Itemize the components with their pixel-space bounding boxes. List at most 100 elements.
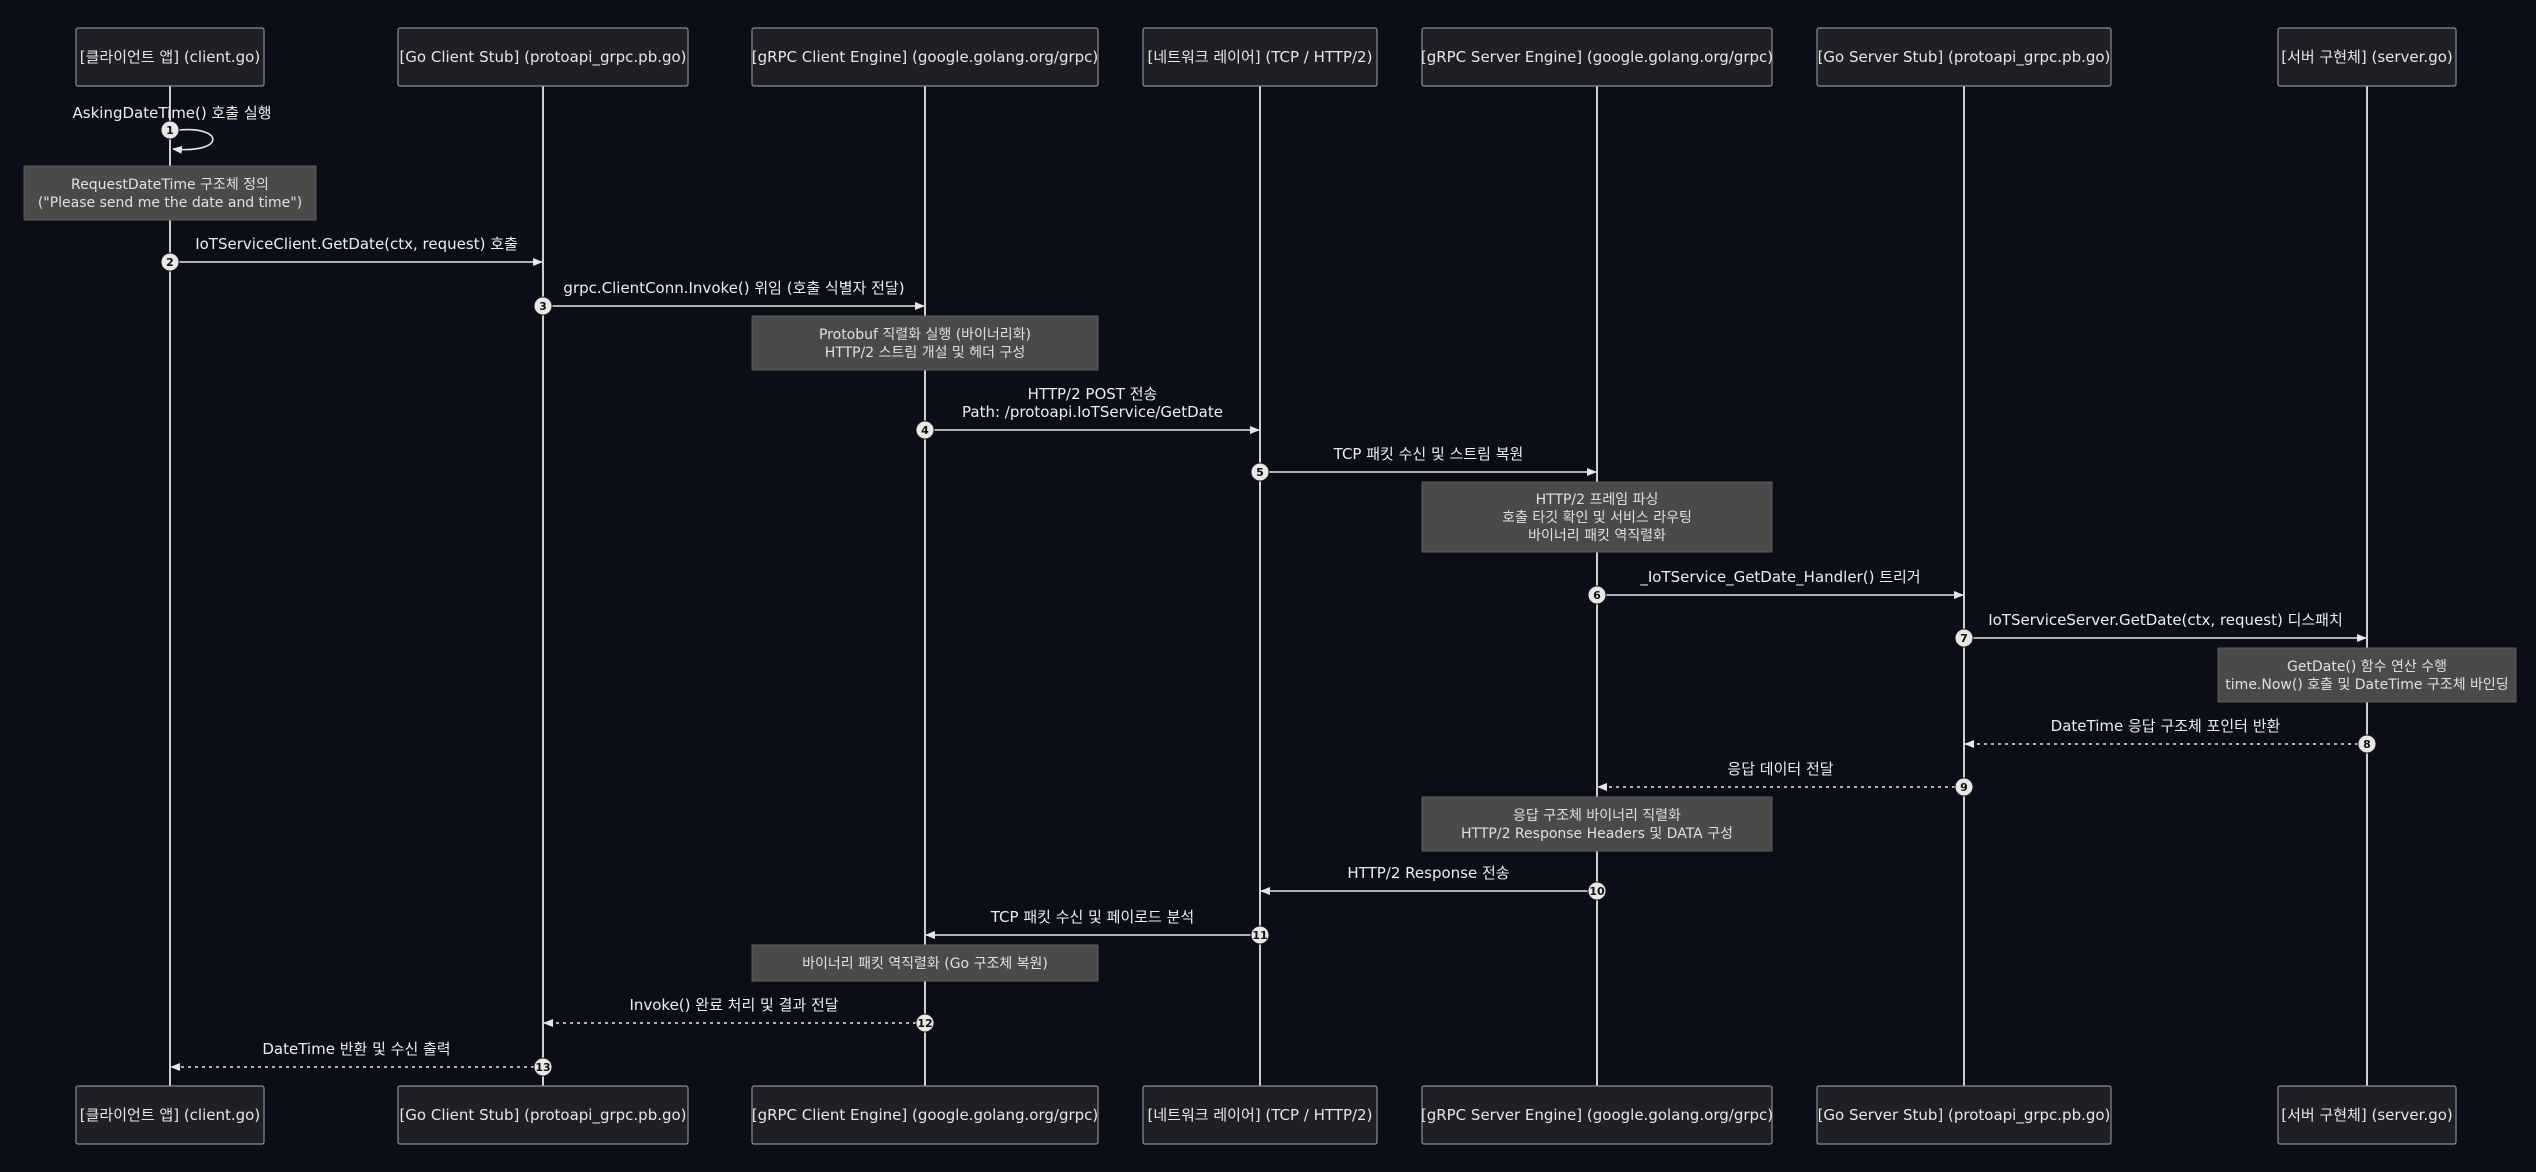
message-label: AskingDateTime() 호출 실행 — [73, 104, 272, 122]
participant-box — [751, 27, 1099, 87]
sequence-number-text: 9 — [1960, 781, 1968, 794]
sequence-number-text: 1 — [166, 124, 174, 137]
participant-label: [Go Server Stub] (protoapi_grpc.pb.go) — [1818, 48, 2111, 67]
note-text: 바이너리 패킷 역직렬화 — [1528, 528, 1666, 544]
sequence-number-text: 4 — [921, 424, 929, 437]
sequence-number-text: 8 — [2363, 738, 2371, 751]
participant-box — [397, 1085, 689, 1145]
sequence-number: 5 — [1250, 462, 1270, 482]
message-label: _IoTService_GetDate_Handler() 트리거 — [1639, 568, 1920, 587]
sequence-number: 1 — [160, 120, 180, 140]
sequence-number-text: 2 — [166, 256, 174, 269]
participant-label: [gRPC Server Engine] (google.golang.org/… — [1421, 1106, 1773, 1124]
sequence-number-circle — [2357, 734, 2377, 754]
sequence-number-circle — [1954, 777, 1974, 797]
participant-label: [gRPC Server Engine] (google.golang.org/… — [1421, 48, 1773, 66]
participant-cstub-top: [Go Client Stub] (protoapi_grpc.pb.go) — [397, 27, 689, 87]
participant-cengine-bottom: [gRPC Client Engine] (google.golang.org/… — [751, 1085, 1099, 1145]
participant-client-top: [클라이언트 앱] (client.go) — [75, 27, 265, 87]
sequence-number-circle — [533, 296, 553, 316]
note-text: HTTP/2 Response Headers 및 DATA 구성 — [1461, 826, 1733, 842]
message-label: DateTime 응답 구조체 포인터 반환 — [2051, 717, 2281, 735]
sequence-number: 10 — [1587, 881, 1607, 901]
participant-box — [1142, 27, 1378, 87]
participant-box — [75, 1085, 265, 1145]
sequence-number-text: 7 — [1960, 632, 1968, 645]
message-1: AskingDateTime() 호출 실행 1 — [73, 104, 272, 154]
sequence-number-text: 3 — [539, 300, 547, 313]
message-arrow — [172, 128, 214, 154]
sequence-number: 6 — [1587, 585, 1607, 605]
participant-net-bottom: [네트워크 레이어] (TCP / HTTP/2) — [1142, 1085, 1378, 1145]
note-text: 호출 타깃 확인 및 서비스 라우팅 — [1502, 510, 1692, 526]
sequence-number-circle — [160, 120, 180, 140]
participant-label: [서버 구현체] (server.go) — [2281, 1106, 2453, 1124]
note-box — [23, 165, 317, 221]
note-text: HTTP/2 스트림 개설 및 헤더 구성 — [825, 345, 1026, 361]
message-label: IoTServiceServer.GetDate(ctx, request) 디… — [1988, 611, 2343, 629]
note-box — [2217, 647, 2517, 703]
participant-box — [751, 1085, 1099, 1145]
note-text: HTTP/2 프레임 파싱 — [1536, 492, 1659, 508]
participant-box — [2277, 1085, 2457, 1145]
participant-server-bottom: [서버 구현체] (server.go) — [2277, 1085, 2457, 1145]
note-box — [751, 944, 1099, 982]
note-text: time.Now() 호출 및 DateTime 구조체 바인딩 — [2225, 677, 2508, 693]
sequence-number-circle — [915, 1013, 935, 1033]
sequence-number: 4 — [915, 420, 935, 440]
participant-cengine-top: [gRPC Client Engine] (google.golang.org/… — [751, 27, 1099, 87]
sequence-number-circle — [1250, 925, 1270, 945]
message-7: IoTServiceServer.GetDate(ctx, request) 디… — [1954, 611, 2367, 648]
participant-label: [서버 구현체] (server.go) — [2281, 48, 2453, 66]
note-text: 바이너리 패킷 역직렬화 (Go 구조체 복원) — [802, 956, 1048, 972]
note-box — [751, 315, 1099, 371]
message-label: TCP 패킷 수신 및 스트림 복원 — [1333, 445, 1524, 463]
participant-client-bottom: [클라이언트 앱] (client.go) — [75, 1085, 265, 1145]
messages: AskingDateTime() 호출 실행1IoTServiceClient.… — [73, 104, 2377, 1077]
sequence-number: 8 — [2357, 734, 2377, 754]
participant-label: [클라이언트 앱] (client.go) — [80, 1106, 260, 1124]
note-text: RequestDateTime 구조체 정의 — [71, 177, 269, 193]
participant-sstub-bottom: [Go Server Stub] (protoapi_grpc.pb.go) — [1816, 1085, 2112, 1145]
participant-box — [1816, 27, 2112, 87]
participant-net-top: [네트워크 레이어] (TCP / HTTP/2) — [1142, 27, 1378, 87]
message-8: DateTime 응답 구조체 포인터 반환 8 — [1964, 717, 2377, 754]
participant-sengine-top: [gRPC Server Engine] (google.golang.org/… — [1421, 27, 1773, 87]
sequence-number: 3 — [533, 296, 553, 316]
message-label: 응답 데이터 전달 — [1727, 760, 1833, 778]
note-6: 바이너리 패킷 역직렬화 (Go 구조체 복원) — [751, 944, 1099, 982]
note-box — [1421, 796, 1773, 852]
participant-box — [75, 27, 265, 87]
participant-box — [2277, 27, 2457, 87]
participant-server-top: [서버 구현체] (server.go) — [2277, 27, 2457, 87]
participant-label: [Go Server Stub] (protoapi_grpc.pb.go) — [1818, 1106, 2111, 1125]
sequence-number-circle — [1587, 585, 1607, 605]
note-4: GetDate() 함수 연산 수행 time.Now() 호출 및 DateTi… — [2217, 647, 2517, 703]
sequence-number-text: 10 — [1589, 885, 1605, 898]
message-label: HTTP/2 Response 전송 — [1347, 864, 1509, 882]
participant-box — [1142, 1085, 1378, 1145]
message-label: Path: /protoapi.IoTService/GetDate — [962, 403, 1223, 421]
note-1: RequestDateTime 구조체 정의 ("Please send me t… — [23, 165, 317, 221]
message-label: grpc.ClientConn.Invoke() 위임 (호출 식별자 전달) — [563, 279, 904, 297]
participant-label: [클라이언트 앱] (client.go) — [80, 48, 260, 66]
message-3: grpc.ClientConn.Invoke() 위임 (호출 식별자 전달) 3 — [533, 279, 925, 316]
sequence-number: 2 — [160, 252, 180, 272]
participant-label: [Go Client Stub] (protoapi_grpc.pb.go) — [399, 1106, 686, 1125]
note-text: Protobuf 직렬화 실행 (바이너리화) — [819, 327, 1031, 343]
note-text: GetDate() 함수 연산 수행 — [2287, 659, 2447, 675]
sequence-number: 7 — [1954, 628, 1974, 648]
sequence-number-text: 6 — [1593, 589, 1601, 602]
participant-label: [gRPC Client Engine] (google.golang.org/… — [752, 1106, 1099, 1124]
participant-label: [gRPC Client Engine] (google.golang.org/… — [752, 48, 1099, 66]
sequence-number-circle — [915, 420, 935, 440]
participant-sengine-bottom: [gRPC Server Engine] (google.golang.org/… — [1421, 1085, 1773, 1145]
note-box — [1421, 481, 1773, 553]
participant-box — [1421, 27, 1773, 87]
note-text: ("Please send me the date and time") — [38, 195, 302, 211]
